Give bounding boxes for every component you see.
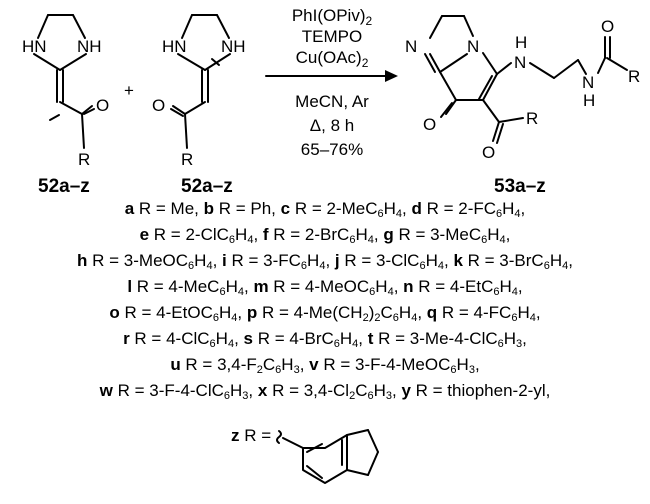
entry-letter: b [203,199,214,218]
substituent-row: r R = 4-ClC6H4, s R = 4-BrC6H4, t R = 3-… [0,326,650,352]
substituent-row: h R = 3-MeOC6H4, i R = 3-FC6H4, j R = 3-… [0,248,650,274]
atom-nh-right: NH [77,37,102,56]
yield: 65–76% [301,140,363,159]
product-label: 53a–z [494,176,546,197]
entry-text: R = 3-ClC6H4, [339,251,454,272]
entry-text: R = 3-MeOC6H4, [87,251,223,272]
atom-n-amide: N [582,73,594,92]
reactant-2-label: 52a–z [181,176,233,197]
reagent-tempo: TEMPO [302,27,362,46]
reaction-arrow-head [385,70,398,82]
atom-amine-h: H [515,33,527,52]
entry-text: R = 4-Me(CH2)2C6H4, [257,303,427,324]
entry-letter: r [123,329,130,348]
entry-text: R = 3-BrC6H4, [462,251,573,272]
entry-text: R = thiophen-2-yl, [410,381,551,400]
substituent-row: e R = 2-ClC6H4, f R = 2-BrC6H4, g R = 3-… [0,222,650,248]
entry-text: R = Me, [134,199,204,218]
entry-text: R = 3-F-4-MeOC6H3, [318,355,480,376]
atom-hn-left: HN [162,37,187,56]
entry-text: R = 4-MeOC6H4, [268,277,404,298]
atom-nh-right: NH [221,37,246,56]
reactant-2-structure: HN NH O R [152,14,246,169]
atom-o-ketone: O [423,115,436,134]
entry-text: R = 3-MeC6H4, [393,225,511,246]
entry-letter: e [139,225,150,244]
atom-r: R [181,150,193,169]
atom-r: R [78,150,90,169]
entry-letter: w [99,381,113,400]
substituent-row: u R = 3,4-F2C6H3, v R = 3-F-4-MeOC6H3, [0,352,650,378]
entry-letter: q [426,303,438,322]
entry-letter: t [367,329,374,348]
atom-r-acyl: R [526,109,538,128]
entry-letter: y [401,381,411,400]
entry-letter: o [109,303,120,322]
entry-letter: h [77,251,88,270]
reagent-cu-oac2: Cu(OAc)2 [296,48,369,70]
indanyl-structure [276,429,379,484]
entry-text: R = 4-MeC6H4, [132,277,254,298]
substituent-row: o R = 4-EtOC6H4, p R = 4-Me(CH2)2C6H4, q… [0,300,650,326]
entry-letter: n [403,277,414,296]
entry-text: R = 2-MeC6H4, [290,199,412,220]
atom-oxygen: O [152,96,165,115]
atom-n-imine: N [405,37,417,56]
entry-letter: c [280,199,291,218]
entry-letter: z [231,426,240,445]
plus-sign: + [124,81,134,100]
entry-text: R = 4-EtC6H4, [413,277,523,298]
entry-letter: j [334,251,340,270]
atom-n-ring: N [467,37,479,56]
temperature-time: Δ, 8 h [310,116,354,135]
solvent: MeCN, Ar [295,92,369,111]
substituent-row: a R = Me, b R = Ph, c R = 2-MeC6H4, d R … [0,196,650,222]
substituent-row: l R = 4-MeC6H4, m R = 4-MeOC6H4, n R = 4… [0,274,650,300]
entry-letter: p [246,303,258,322]
entry-text: R = 4-BrC6H4, [252,329,368,350]
entry-letter: a [124,199,135,218]
entry-text: R = 2-ClC6H4, [149,225,263,246]
entry-letter: d [411,199,422,218]
entry-text: R = 2-FC6H4, [421,199,526,220]
atom-n-amine: N [514,53,526,72]
entry-text: R = 3,4-F2C6H3, [180,355,310,376]
entry-letter: g [383,225,394,244]
entry-letter: s [243,329,253,348]
entry-text: R = 3-FC6H4, [226,251,335,272]
entry-letter: v [309,355,319,374]
z-entry-label: z R = [231,426,271,446]
atom-o-acyl: O [482,143,495,162]
entry-text: R = 4-FC6H4, [437,303,541,324]
entry-letter: k [453,251,463,270]
substituent-list: a R = Me, b R = Ph, c R = 2-MeC6H4, d R … [0,196,650,404]
entry-letter: x [257,381,268,400]
entry-letter: l [127,277,133,296]
entry-text: R = 2-BrC6H4, [268,225,384,246]
reactant-1-structure: HN NH O R [22,14,109,169]
entry-text: R = 4-EtOC6H4, [119,303,247,324]
entry-text: R = 3-F-4-ClC6H3, [112,381,258,402]
reactant-1-label: 52a–z [38,176,90,197]
entry-letter: m [253,277,269,296]
atom-amide-h: H [583,91,595,110]
atom-o-amide: O [601,17,614,36]
entry-text: R = Ph, [214,199,281,218]
entry-letter: u [170,355,181,374]
entry-letter: i [222,251,227,270]
atom-hn-left: HN [22,37,47,56]
substituent-row: w R = 3-F-4-ClC6H3, x R = 3,4-Cl2C6H3, y… [0,378,650,404]
atom-oxygen: O [96,96,109,115]
entry-text: R = 3-Me-4-ClC6H3, [373,329,527,350]
atom-r-amide: R [628,67,640,86]
entry-text: R = [239,426,272,445]
entry-text: R = 4-ClC6H4, [129,329,244,350]
reagent-phi-opiv2: PhI(OPiv)2 [292,6,373,28]
product-structure: N N H N N H O R O O R [405,15,640,162]
entry-text: R = 3,4-Cl2C6H3, [267,381,402,402]
entry-letter: f [262,225,269,244]
